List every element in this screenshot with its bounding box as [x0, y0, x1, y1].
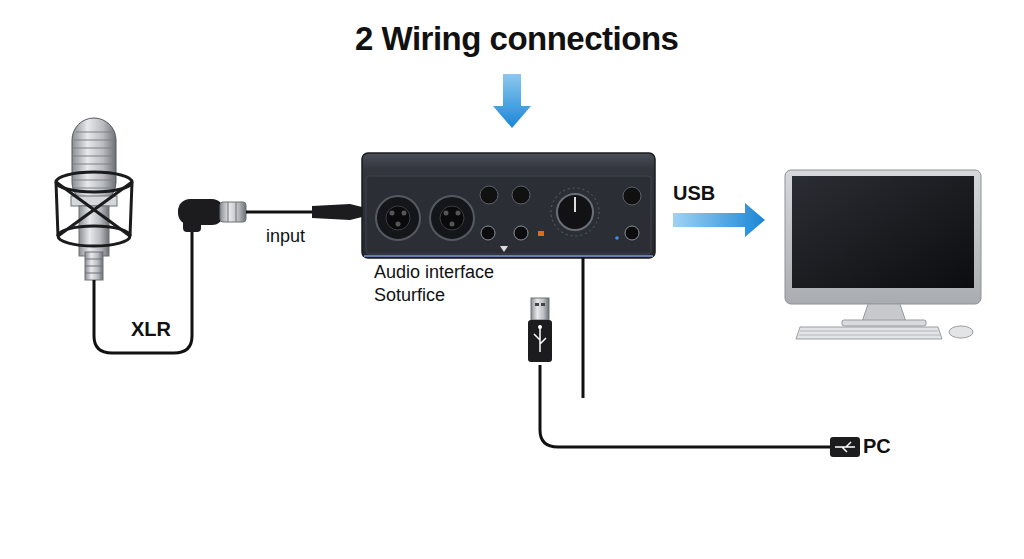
computer [785, 170, 981, 339]
audio-interface [362, 153, 655, 258]
diagram-title: 2 Wiring connections [355, 20, 678, 58]
cable-label: USB [673, 182, 715, 205]
usb-plug [528, 298, 552, 362]
usb-cable [540, 365, 832, 447]
xlr-connector [178, 199, 246, 232]
microphone [56, 118, 132, 280]
cable-label: XLR [131, 318, 171, 341]
usb-cable [582, 258, 585, 398]
xlr-cable [94, 226, 192, 353]
usb-plug [830, 437, 860, 457]
device-label: Audio interface Soturfice [374, 261, 512, 307]
device-label: PC [863, 435, 891, 458]
blue-arrow [673, 203, 765, 237]
blue-arrow [493, 74, 531, 128]
device-node: Audio interface Soturfice [362, 153, 655, 307]
port-label: input [266, 226, 305, 247]
input-plug [312, 204, 362, 220]
input-cable [246, 211, 314, 214]
